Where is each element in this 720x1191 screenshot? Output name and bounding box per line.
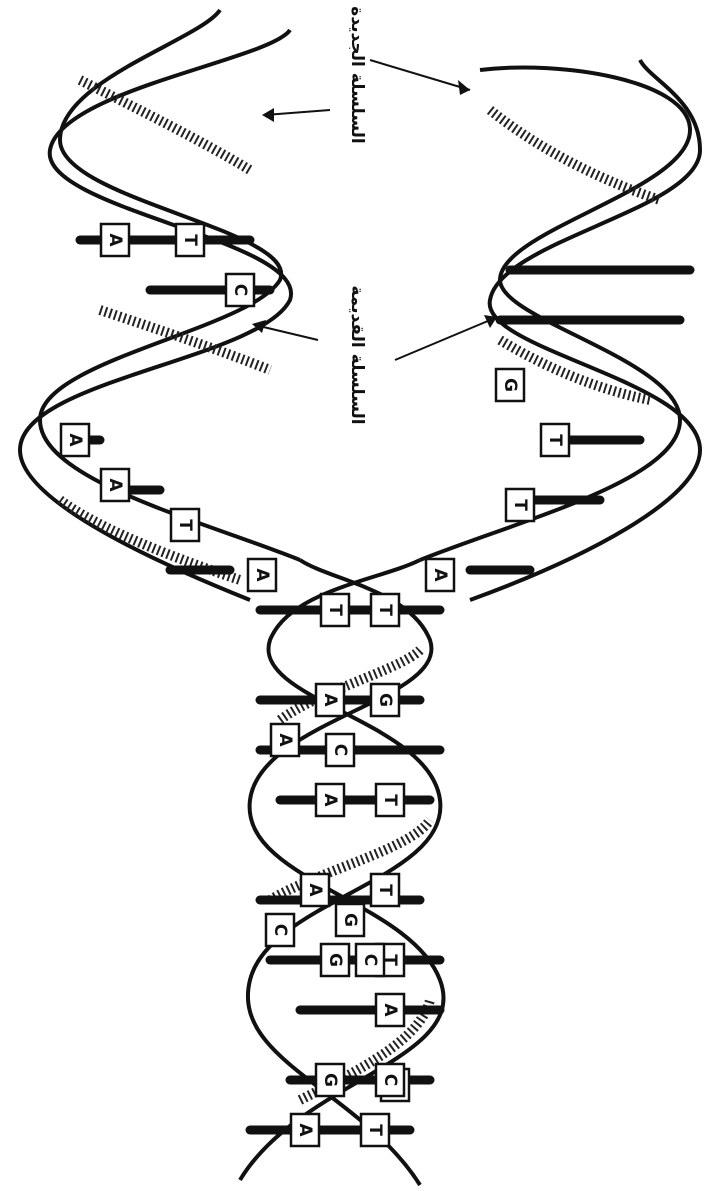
base-letter: A [275,733,295,747]
base-letter: G [500,378,520,392]
left-old-strand [40,10,300,560]
base-a: A [316,684,344,716]
old-strand-label: السلسلة القديمة [347,285,367,424]
left-new-strand [20,30,291,600]
base-g: G [336,904,364,936]
base-letter: T [510,499,530,511]
base-letter: A [252,568,272,582]
base-letter: T [375,604,395,616]
base-letter: C [270,924,290,936]
base-letter: A [305,883,325,897]
base-letter: G [375,693,395,707]
base-t: T [171,509,199,541]
right-daughter-helix [420,60,700,600]
base-letter: T [175,519,195,531]
base-letter: T [365,1124,385,1136]
base-c: C [376,1064,404,1096]
right-new-strand [470,60,700,600]
base-letter: A [320,793,340,807]
base-letter: T [325,604,345,616]
left-hatch-3 [80,80,250,170]
base-g: G [316,1064,344,1096]
base-c: C [326,734,354,766]
left-hatch-2 [100,310,270,370]
base-letter: T [545,434,565,446]
base-a: A [301,874,329,906]
base-c: C [226,274,254,306]
base-a: A [271,724,299,756]
base-t: T [541,424,569,456]
base-g: G [321,944,349,976]
base-t: T [361,1114,389,1146]
base-a: A [101,469,129,501]
base-letter: G [340,913,360,927]
base-a: A [248,559,276,591]
left-daughter-helix [20,10,300,600]
base-letter: T [180,234,200,246]
base-t: T [506,489,534,521]
base-letter: C [380,1074,400,1086]
base-g: G [371,684,399,716]
base-letter: A [65,433,85,447]
base-letter: A [380,1003,400,1017]
old-strand-arrow-right [395,318,495,360]
base-a: A [291,1114,319,1146]
arrow-head [262,108,274,122]
base-g: G [496,369,524,401]
base-a: A [316,784,344,816]
base-letter: T [380,794,400,806]
old-strand-arrow-left [255,325,318,340]
base-a: A [61,424,89,456]
new-strand-arrow-right [370,60,470,90]
new-strand-arrow-left [265,110,330,115]
right-old-strand [420,68,690,561]
base-letter: A [430,568,450,582]
base-t: T [176,224,204,256]
base-letter: G [320,1073,340,1087]
new-strand-label: السلسلة الجديدة [347,6,367,143]
base-t: T [376,784,404,816]
base-letter: A [320,693,340,707]
base-letter: C [360,954,380,966]
labels: السلسلة الجديدة السلسلة القديمة [252,6,497,424]
base-a: A [101,224,129,256]
base-a: A [426,559,454,591]
base-c: C [266,914,294,946]
base-t: T [371,594,399,626]
base-a: A [376,994,404,1026]
base-letter: C [230,284,250,296]
base-letter: C [330,744,350,756]
base-letter: A [295,1123,315,1137]
base-letter: A [105,478,125,492]
base-letter: G [325,953,345,967]
base-letter: A [105,233,125,247]
arrow-head [458,80,470,95]
base-t: T [371,874,399,906]
base-c: C [356,944,384,976]
base-t: T [321,594,349,626]
base-letter: T [375,884,395,896]
